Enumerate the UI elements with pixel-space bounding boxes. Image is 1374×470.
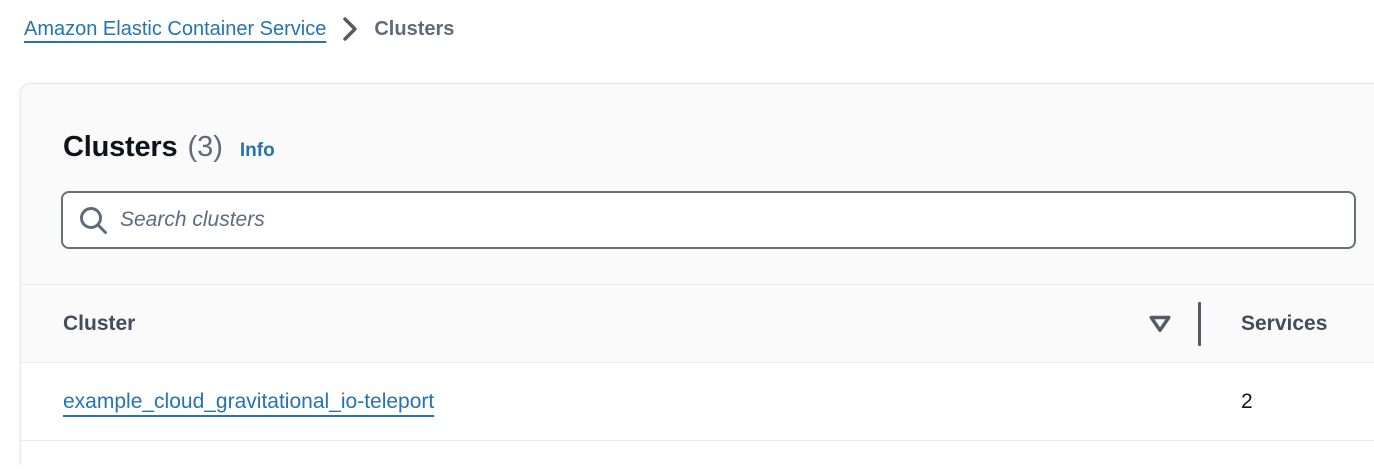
search-input[interactable] <box>120 193 1340 247</box>
search-icon <box>78 205 109 236</box>
breadcrumb-link-ecs[interactable]: Amazon Elastic Container Service <box>24 18 327 40</box>
next-row-partial <box>21 440 1374 470</box>
info-link[interactable]: Info <box>239 140 275 161</box>
table-row: example_cloud_gravitational_io-teleport … <box>21 362 1374 440</box>
table-header-row: Cluster Services <box>21 284 1374 362</box>
sort-triangle-icon[interactable] <box>1148 314 1172 333</box>
services-count-cell: 2 <box>1241 389 1253 413</box>
cluster-link[interactable]: example_cloud_gravitational_io-teleport <box>63 389 435 413</box>
page-title: Clusters <box>63 131 178 163</box>
cluster-count: (3) <box>187 131 223 163</box>
breadcrumb-current: Clusters <box>374 18 455 40</box>
panel-heading: Clusters (3) Info <box>21 84 1374 164</box>
column-divider[interactable] <box>1198 302 1201 346</box>
chevron-right-icon <box>342 16 358 42</box>
column-header-services[interactable]: Services <box>1241 311 1328 335</box>
breadcrumb: Amazon Elastic Container Service Cluster… <box>24 13 454 45</box>
clusters-panel: Clusters (3) Info Cluster Services examp… <box>20 83 1374 470</box>
column-header-cluster[interactable]: Cluster <box>63 311 136 335</box>
search-box[interactable] <box>61 191 1356 249</box>
